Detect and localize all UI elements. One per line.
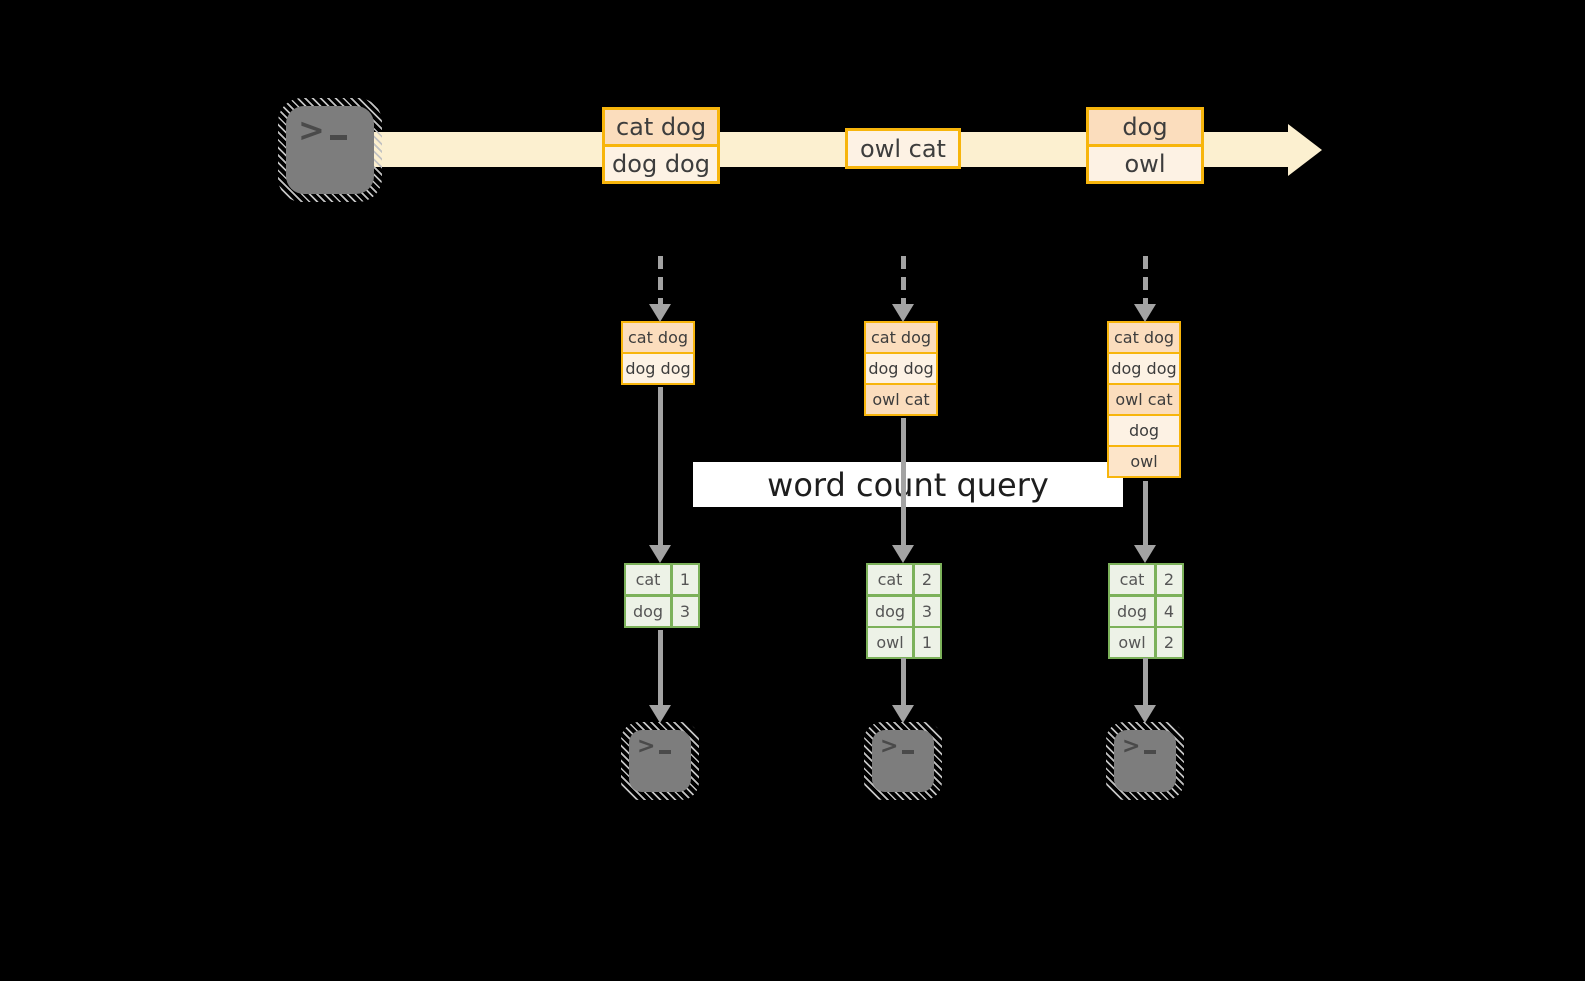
arrow-shaft xyxy=(900,256,906,304)
accumulated-record: owl cat xyxy=(1109,383,1179,414)
arrowhead-icon xyxy=(892,705,914,723)
result-arrow xyxy=(1134,658,1156,723)
result-arrow xyxy=(649,630,671,723)
arrow-shaft xyxy=(900,658,906,705)
count-cell: 2 xyxy=(914,565,940,594)
arrow-shaft xyxy=(900,418,906,545)
prompt-underscore-icon xyxy=(659,749,672,754)
prompt-underscore-icon xyxy=(1144,749,1157,754)
accumulated-record: dog dog xyxy=(623,352,693,383)
word-cell: dog xyxy=(626,596,670,626)
arrow-shaft xyxy=(1142,658,1148,705)
terminal-window: > xyxy=(286,106,374,194)
prompt-chevron-icon: > xyxy=(298,111,325,149)
stream-event-line: dog xyxy=(1089,110,1201,144)
count-cell: 1 xyxy=(914,628,940,657)
arrowhead-icon xyxy=(892,304,914,322)
word-cell: cat xyxy=(626,565,670,594)
accumulated-record: dog dog xyxy=(1109,352,1179,383)
prompt-underscore-icon xyxy=(329,134,347,140)
accumulated-records-box: cat dog dog dog owl cat xyxy=(864,321,938,416)
count-cell: 4 xyxy=(1156,596,1182,626)
stream-event-box: cat dog dog dog xyxy=(602,107,720,184)
prompt-chevron-icon: > xyxy=(1122,734,1141,759)
ingest-dashed-arrow xyxy=(1134,256,1156,322)
terminal-prompt-icon: > xyxy=(298,111,347,149)
accumulated-records-box: cat dog dog dog xyxy=(621,321,695,385)
accumulated-record: cat dog xyxy=(866,323,936,352)
arrowhead-icon xyxy=(649,304,671,322)
terminal-window: > xyxy=(1114,730,1176,792)
arrow-shaft xyxy=(657,256,663,304)
sink-terminal-icon: > xyxy=(864,722,942,800)
ingest-dashed-arrow xyxy=(649,256,671,322)
count-cell: 1 xyxy=(672,565,698,594)
accumulated-record: dog xyxy=(1109,414,1179,445)
prompt-chevron-icon: > xyxy=(637,734,656,759)
result-arrow xyxy=(892,658,914,723)
arrow-shaft xyxy=(657,630,663,705)
accumulated-record: owl cat xyxy=(866,383,936,414)
count-cell: 2 xyxy=(1156,565,1182,594)
accumulated-record: cat dog xyxy=(623,323,693,352)
ingest-dashed-arrow xyxy=(892,256,914,322)
sink-terminal-icon: > xyxy=(621,722,699,800)
stream-event-box: owl cat xyxy=(845,128,961,169)
stream-event-line: dog dog xyxy=(605,144,717,181)
arrowhead-icon xyxy=(1134,545,1156,563)
arrowhead-icon xyxy=(649,545,671,563)
arrow-shaft xyxy=(1142,256,1148,304)
source-terminal-icon: > xyxy=(278,98,382,202)
arrowhead-icon xyxy=(1134,705,1156,723)
word-count-table: cat 2 dog 3 owl 1 xyxy=(866,563,942,659)
prompt-underscore-icon xyxy=(902,749,915,754)
stream-event-line: owl cat xyxy=(848,131,958,166)
word-count-table: cat 1 dog 3 xyxy=(624,563,700,628)
accumulated-record: dog dog xyxy=(866,352,936,383)
word-cell: owl xyxy=(868,628,912,657)
stream-event-line: cat dog xyxy=(605,110,717,144)
sink-terminal-icon: > xyxy=(1106,722,1184,800)
stream-event-line: owl xyxy=(1089,144,1201,181)
count-cell: 3 xyxy=(914,596,940,626)
word-cell: cat xyxy=(1110,565,1154,594)
word-cell: owl xyxy=(1110,628,1154,657)
query-label: word count query xyxy=(767,465,1049,504)
arrowhead-icon xyxy=(1134,304,1156,322)
stream-event-box: dog owl xyxy=(1086,107,1204,184)
terminal-prompt-icon: > xyxy=(880,734,915,759)
word-count-table: cat 2 dog 4 owl 2 xyxy=(1108,563,1184,659)
word-cell: dog xyxy=(868,596,912,626)
count-cell: 2 xyxy=(1156,628,1182,657)
count-cell: 3 xyxy=(672,596,698,626)
terminal-prompt-icon: > xyxy=(1122,734,1157,759)
query-label-band: word count query xyxy=(693,462,1123,507)
arrowhead-icon xyxy=(649,705,671,723)
arrow-shaft xyxy=(1142,481,1148,545)
accumulated-records-box: cat dog dog dog owl cat dog owl xyxy=(1107,321,1181,478)
terminal-prompt-icon: > xyxy=(637,734,672,759)
word-cell: dog xyxy=(1110,596,1154,626)
query-arrow xyxy=(892,418,914,563)
word-cell: cat xyxy=(868,565,912,594)
arrow-shaft xyxy=(657,387,663,545)
arrowhead-icon xyxy=(892,545,914,563)
terminal-window: > xyxy=(629,730,691,792)
stream-arrowhead-icon xyxy=(1288,124,1322,176)
terminal-window: > xyxy=(872,730,934,792)
query-arrow xyxy=(1134,481,1156,563)
accumulated-record: cat dog xyxy=(1109,323,1179,352)
prompt-chevron-icon: > xyxy=(880,734,899,759)
accumulated-record: owl xyxy=(1109,445,1179,476)
query-arrow xyxy=(649,387,671,563)
